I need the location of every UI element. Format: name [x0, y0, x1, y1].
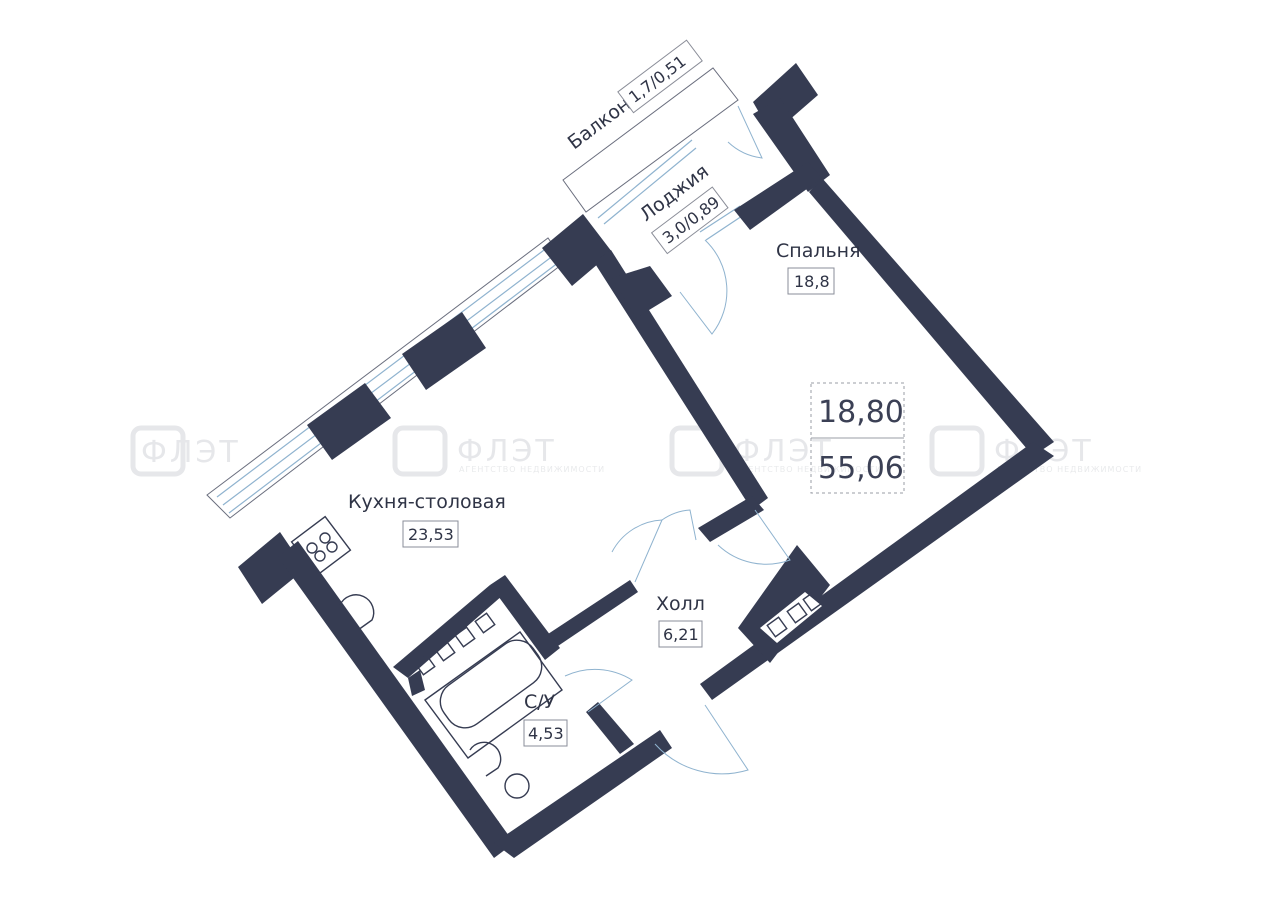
svg-text:ФЛЭТ: ФЛЭТ — [141, 435, 241, 470]
svg-text:18,8: 18,8 — [794, 272, 830, 291]
svg-text:Кухня-столовая: Кухня-столовая — [348, 491, 506, 513]
svg-text:Балкон: Балкон — [564, 93, 635, 154]
total-area-value: 55,06 — [818, 451, 904, 486]
svg-text:Спальня: Спальня — [776, 240, 861, 262]
stove — [290, 515, 352, 577]
room-label-bathroom: С/У 4,53 — [523, 691, 568, 747]
room-label-kitchen: Кухня-столовая 23,53 — [348, 491, 506, 548]
room-label-bedroom: Спальня 18,8 — [776, 240, 861, 295]
svg-text:6,21: 6,21 — [663, 625, 699, 644]
kitchen-sink — [339, 594, 375, 631]
facade-glazing — [206, 139, 746, 519]
area-totals: 18,80 55,06 — [810, 382, 905, 494]
watermark-logo: ФЛЭТ АГЕНТСТВО НЕДВИЖИМОСТИ — [392, 425, 605, 477]
bathtub — [424, 631, 563, 759]
svg-text:Холл: Холл — [656, 593, 705, 615]
balcony-outline — [562, 67, 739, 213]
svg-text:ФЛЭТ: ФЛЭТ — [734, 434, 834, 469]
svg-text:ФЛЭТ: ФЛЭТ — [457, 434, 557, 469]
svg-text:АГЕНТСТВО НЕДВИЖИМОСТИ: АГЕНТСТВО НЕДВИЖИМОСТИ — [996, 465, 1142, 474]
doors — [564, 105, 791, 775]
svg-text:АГЕНТСТВО НЕДВИЖИМОСТИ: АГЕНТСТВО НЕДВИЖИМОСТИ — [459, 465, 605, 474]
walls — [238, 63, 1054, 858]
svg-text:4,53: 4,53 — [528, 724, 564, 743]
svg-text:С/У: С/У — [524, 691, 556, 713]
watermark-logo: ФЛЭТ АГЕНТСТВО НЕДВИЖИМОСТИ — [669, 425, 882, 477]
watermark: ФЛЭТ ФЛЭТ АГЕНТСТВО НЕДВИЖИМОСТИ ФЛЭТ АГ… — [130, 425, 1142, 477]
room-label-loggia: Лоджия 3,0/0,89 — [636, 160, 729, 255]
living-area-value: 18,80 — [818, 395, 904, 430]
room-label-balcony: Балкон 1,7/0,51 — [564, 39, 703, 154]
ventilation-boxes — [414, 590, 824, 835]
bathroom-window — [427, 749, 463, 799]
room-label-hall: Холл 6,21 — [656, 593, 705, 648]
svg-text:АГЕНТСТВО НЕДВИЖИМОСТИ: АГЕНТСТВО НЕДВИЖИМОСТИ — [736, 465, 882, 474]
svg-text:23,53: 23,53 — [408, 525, 454, 544]
toilet — [469, 741, 530, 799]
watermark-logo: ФЛЭТ — [130, 425, 241, 477]
